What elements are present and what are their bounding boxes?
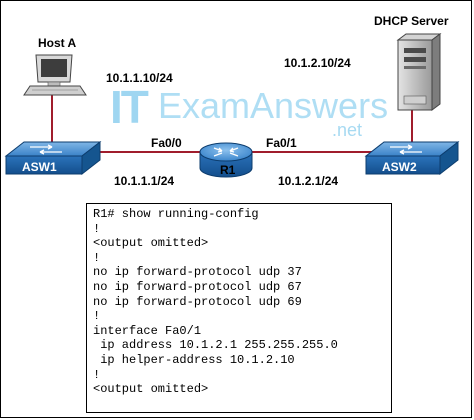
- config-line: <output omitted>: [93, 382, 209, 397]
- r1-fa0-0-ip-label: 10.1.1.1/24: [114, 174, 175, 188]
- asw1-label: ASW1: [22, 160, 57, 174]
- dhcp-server-label: DHCP Server: [374, 14, 449, 28]
- host-a-computer-icon: [23, 54, 87, 96]
- config-line: !: [93, 309, 101, 324]
- config-line: <output omitted>: [93, 236, 209, 251]
- config-line: !: [93, 367, 101, 382]
- r1-label: R1: [220, 163, 236, 177]
- watermark-net: .net: [332, 120, 363, 140]
- config-line: R1# show running-config: [93, 207, 259, 221]
- config-line: ip address 10.1.2.1 255.255.255.0: [93, 338, 338, 353]
- config-line: !: [93, 221, 101, 236]
- config-line: no ip forward-protocol udp 37: [93, 265, 302, 280]
- config-line: interface Fa0/1: [93, 323, 202, 338]
- host-a-ip-label: 10.1.1.10/24: [106, 71, 173, 85]
- watermark-examanswers: ExamAnswers: [158, 85, 389, 126]
- asw2-switch-icon: [364, 140, 460, 176]
- server-ip-label: 10.1.2.10/24: [284, 56, 351, 70]
- config-line: no ip forward-protocol udp 69: [93, 294, 302, 309]
- config-line: ip helper-address 10.1.2.10: [93, 352, 295, 367]
- r1-fa0-1-ip-label: 10.1.2.1/24: [278, 174, 339, 188]
- fa0-1-label: Fa0/1: [266, 136, 297, 150]
- asw2-label: ASW2: [382, 160, 417, 174]
- r1-router-icon: [199, 142, 253, 178]
- config-line: no ip forward-protocol udp 67: [93, 279, 302, 294]
- fa0-0-label: Fa0/0: [151, 136, 182, 150]
- dhcp-server-icon: [396, 33, 442, 111]
- watermark-it: IT: [110, 81, 149, 133]
- host-a-label: Host A: [38, 36, 77, 50]
- asw1-switch-icon: [4, 140, 102, 176]
- config-line: !: [93, 250, 101, 265]
- running-config-box: R1# show running-config ! <output omitte…: [86, 203, 392, 413]
